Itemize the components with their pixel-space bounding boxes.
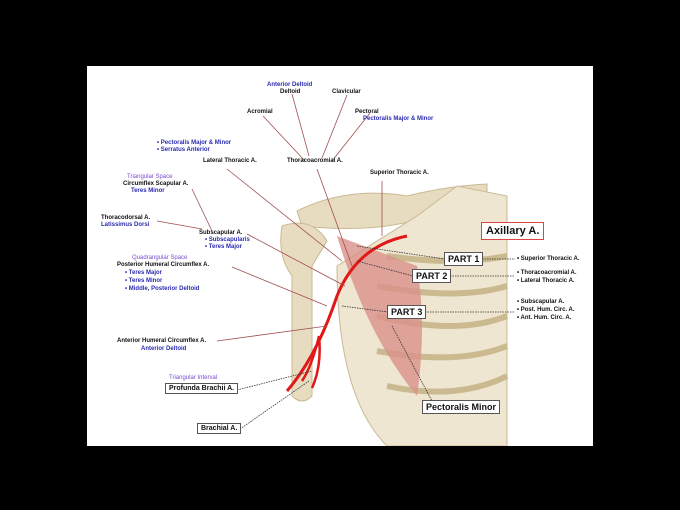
label-subscapular: Subscapular A. [199,230,243,236]
label-pectoral-muscles: Pectoralis Major & Minor [363,116,434,122]
branch-part3-3: • Ant. Hum. Circ. A. [517,315,572,321]
label-latissimus-dorsi: Latissimus Dorsi [101,222,150,228]
label-acromial: Acromial [247,109,273,115]
label-triangular-interval: Triangular Interval [169,375,218,381]
label-part-2: PART 2 [412,269,452,283]
label-anterior-deltoid: Anterior Deltoid [141,346,187,352]
label-brachial: Brachial A. [197,423,242,434]
branch-part3-1: • Subscapular A. [517,299,565,305]
branch-part3-2: • Post. Hum. Circ. A. [517,307,575,313]
branch-part1-1: • Superior Thoracic A. [517,256,580,262]
label-anterior-humeral: Anterior Humeral Circumflex A. [117,338,207,344]
label-subscapular-muscle-2: • Teres Major [205,244,243,250]
axillary-artery [285,234,408,392]
branch-part2-1: • Thoracoacromial A. [517,270,577,276]
label-clavicular: Clavicular [332,89,361,95]
label-post-hum-muscle-1: • Teres Major [125,270,163,276]
label-anterior-deltoid-top: Anterior Deltoid [267,82,313,88]
label-pectoralis-minor: Pectoralis Minor [422,400,501,414]
label-deltoid: Deltoid [280,89,301,95]
label-post-hum-muscle-2: • Teres Minor [125,278,163,284]
label-part-1: PART 1 [444,252,484,266]
label-circumflex-scapular: Circumflex Scapular A. [123,181,189,187]
label-lat-thor-muscle-1: • Pectoralis Major & Minor [157,140,232,146]
label-profunda-brachii: Profunda Brachii A. [165,383,239,394]
label-triangular-space: Triangular Space [127,174,173,180]
label-posterior-humeral: Posterior Humeral Circumflex A. [117,262,210,268]
label-quadrangular-space: Quadrangular Space [132,255,188,261]
leader-lines [156,93,383,342]
label-thoracodorsal: Thoracodorsal A. [101,215,151,221]
label-post-hum-muscle-3: • Middle, Posterior Deltoid [125,286,200,292]
pectoralis-minor-muscle [337,236,422,396]
label-teres-minor: Teres Minor [131,188,165,194]
label-superior-thoracic: Superior Thoracic A. [370,170,429,176]
label-part-3: PART 3 [387,305,427,319]
label-lat-thor-muscle-2: • Serratus Anterior [157,147,210,153]
dotted-leaders [236,245,515,430]
label-pectoral: Pectoral [355,109,379,115]
axillary-artery-diagram: Anterior Deltoid Deltoid Clavicular Acro… [87,66,593,446]
label-lateral-thoracic: Lateral Thoracic A. [203,158,257,164]
label-subscapular-muscle-1: • Subscapularis [205,237,250,243]
branch-part2-2: • Lateral Thoracic A. [517,278,575,284]
label-thoracoacromial: Thoracoacromial A. [287,158,343,164]
label-axillary-artery: Axillary A. [481,222,545,240]
